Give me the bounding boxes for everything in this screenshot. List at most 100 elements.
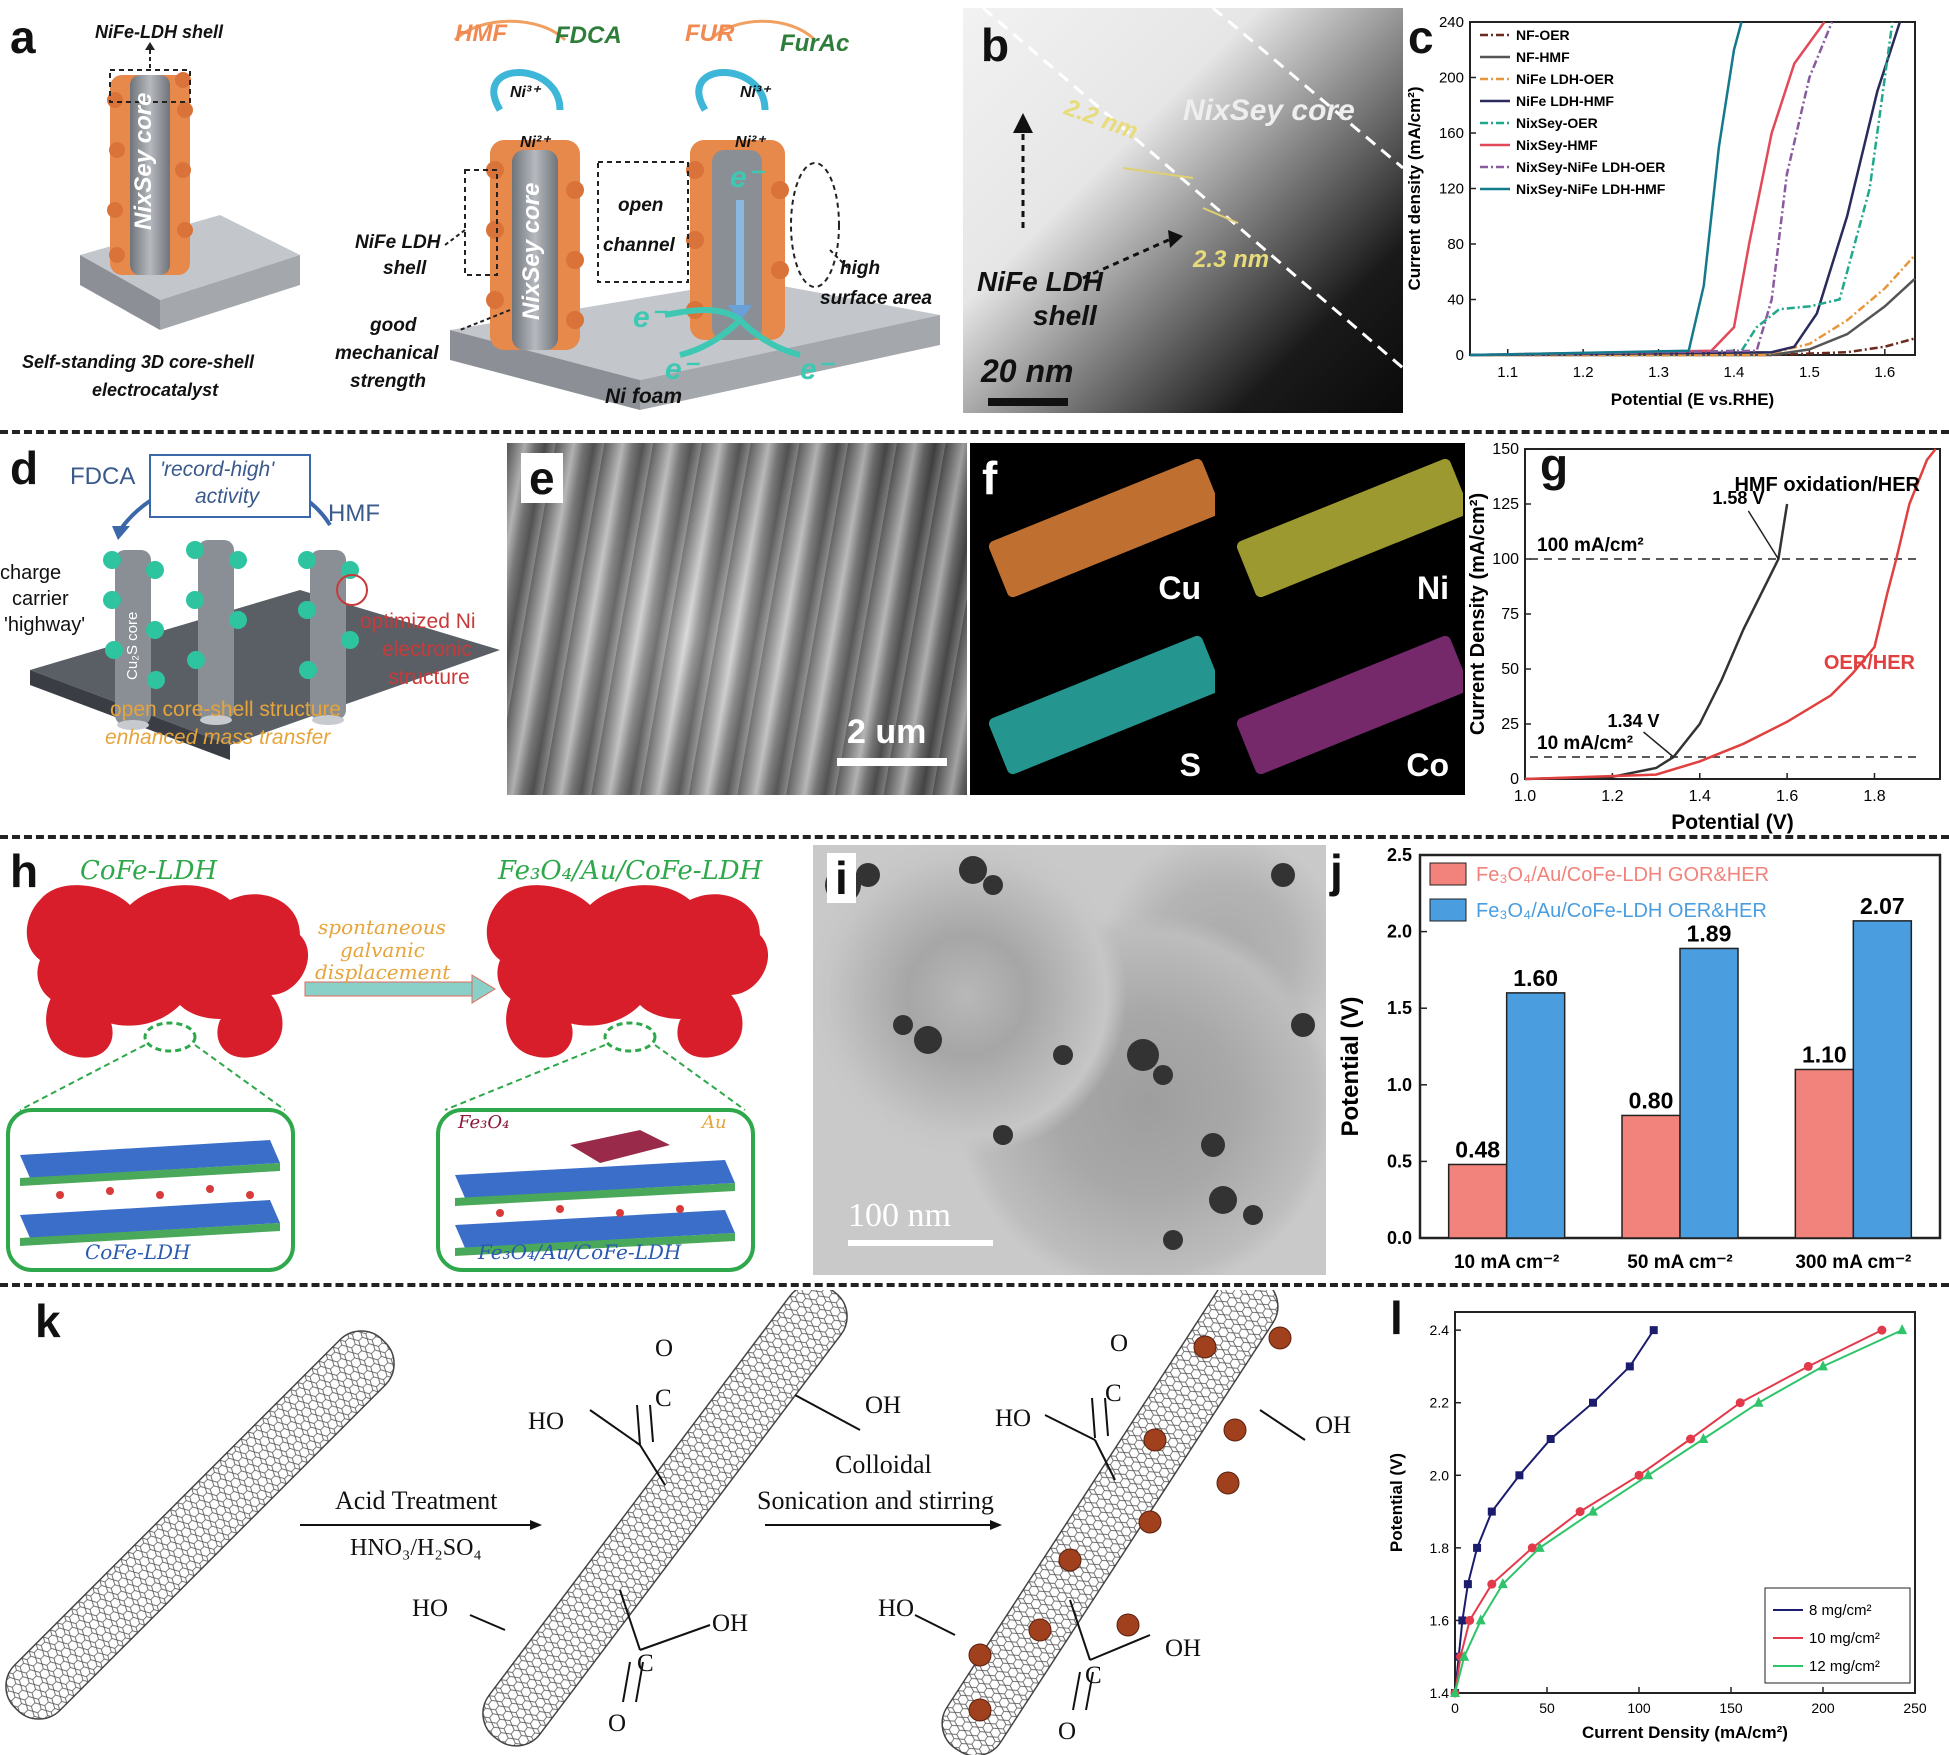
data-point-2-0 <box>1450 1687 1460 1697</box>
a-ni-foam: Ni foam <box>605 385 683 408</box>
y-axis-label: Current density (mA/cm²) <box>1405 86 1424 290</box>
series-line-4 <box>1469 21 1894 357</box>
b-scale: 20 nm <box>981 353 1074 389</box>
k-c-3: C <box>1105 1380 1122 1407</box>
data-point-1-8 <box>1735 1398 1745 1408</box>
hline-label-1: 10 mA/cm² <box>1537 733 1633 754</box>
panel-label-f: f <box>982 452 998 504</box>
series-line-7 <box>1469 21 1743 357</box>
h-arrow-1: spontaneous <box>318 915 446 939</box>
separator-1 <box>0 430 1949 434</box>
data-point-2-10 <box>1897 1324 1908 1335</box>
edx-map-cu: Cu <box>970 443 1215 617</box>
y-tick-label: 1.5 <box>1387 998 1412 1018</box>
e-scale-bar <box>837 758 947 766</box>
data-point-1-4 <box>1527 1543 1537 1553</box>
data-point-1-5 <box>1575 1507 1585 1517</box>
d-opt-2: electronic <box>382 638 472 661</box>
y-tick-label: 1.4 <box>1430 1685 1450 1701</box>
y-tick-label: 200 <box>1439 70 1464 87</box>
a-caption-2: electrocatalyst <box>92 380 219 400</box>
y-tick-label: 1.8 <box>1430 1540 1450 1556</box>
panel-d-schematic <box>30 454 500 760</box>
a-ni2-left: Ni²⁺ <box>520 134 550 151</box>
panel-b-tem: b NixSey core 2.2 nm 2.3 nm NiFe LDH she… <box>963 8 1403 413</box>
panel-i-tem: i 100 nm <box>813 845 1326 1275</box>
d-open-1: open core-shell structure <box>110 698 342 721</box>
data-point-1-3 <box>1487 1579 1497 1589</box>
d-charge-1: charge <box>0 562 62 584</box>
legend-label-0: NF-OER <box>1516 27 1570 43</box>
legend-label-1: 10 mg/cm² <box>1809 1630 1880 1647</box>
legend-label-7: NixSey-NiFe LDH-HMF <box>1516 181 1666 197</box>
i-scale: 100 nm <box>848 1197 951 1234</box>
a-furac: FurAc <box>780 30 850 57</box>
bar-0-1 <box>1621 1114 1681 1239</box>
k-ho-2: HO <box>412 1595 449 1622</box>
data-point-0-4 <box>1473 1543 1482 1552</box>
a-hmf: HMF <box>455 20 507 47</box>
series-label-oer: OER/HER <box>1824 652 1916 674</box>
panel-e-sem: e 2 um <box>507 443 967 795</box>
y-tick-label: 2.0 <box>1387 922 1412 942</box>
x-tick-label: 50 <box>1539 1700 1555 1716</box>
bar-0-2 <box>1794 1068 1855 1239</box>
data-point-0-5 <box>1487 1507 1496 1516</box>
y-tick-label: 150 <box>1492 441 1519 458</box>
a-shell-top-label: NiFe-LDH shell <box>95 22 224 42</box>
a-fdca: FDCA <box>555 22 622 49</box>
h-left-title: CoFe-LDH <box>80 856 218 886</box>
annotation-arrow-1 <box>1643 731 1675 758</box>
legend-label-3: NiFe LDH-HMF <box>1516 93 1614 109</box>
k-c-2: C <box>637 1650 654 1677</box>
x-tick-label: 1.8 <box>1863 788 1885 805</box>
a-ni2-right: Ni²⁺ <box>735 134 765 151</box>
y-tick-label: 25 <box>1501 716 1519 733</box>
x-tick-label: 1.6 <box>1874 364 1895 381</box>
d-opt-3: structure <box>388 666 470 689</box>
x-tick-label: 1.4 <box>1724 364 1745 381</box>
x-tick-label: 1.0 <box>1514 788 1536 805</box>
panel-label-g: g <box>1540 439 1569 491</box>
y-tick-label: 80 <box>1447 236 1464 253</box>
panel-label-i: i <box>827 853 856 903</box>
legend-box <box>1764 1587 1911 1684</box>
a-open: open <box>618 195 664 216</box>
k-o-4: O <box>1058 1718 1077 1745</box>
y-tick-label: 120 <box>1439 181 1464 198</box>
bar-0-0 <box>1447 1163 1508 1239</box>
y-tick-label: 160 <box>1439 125 1464 142</box>
k-ho-3: HO <box>995 1405 1032 1432</box>
d-record-1: 'record-high' <box>160 458 275 481</box>
x-tick-label: 0 <box>1451 1700 1459 1716</box>
series-line-3 <box>1469 21 1902 357</box>
x-axis-label: Potential (V) <box>1671 811 1794 834</box>
d-open-2: enhanced mass transfer <box>105 726 331 749</box>
a-electron-3: e⁻ <box>665 353 698 386</box>
x-tick-label: 50 mA cm⁻² <box>1627 1252 1732 1273</box>
edx-element-label: Ni <box>1417 570 1449 606</box>
y-tick-label: 0 <box>1510 771 1519 788</box>
panel-label-c: c <box>1408 11 1434 63</box>
panel-label-a: a <box>10 11 36 63</box>
d-core: Cu₂S core <box>124 611 141 680</box>
series-line-2 <box>1470 254 1916 357</box>
a-mechanical: mechanical <box>335 343 439 364</box>
a-electron-4: e⁻ <box>800 353 833 386</box>
x-axis-label: Potential (E vs.RHE) <box>1611 390 1774 409</box>
k-oh-4: OH <box>1165 1635 1202 1662</box>
a-good: good <box>370 315 417 336</box>
edx-map-co: Co <box>1218 620 1463 794</box>
data-point-0-9 <box>1625 1362 1634 1371</box>
panel-label-j: j <box>1330 845 1343 897</box>
k-ho-4: HO <box>878 1595 915 1622</box>
y-axis-label: Potential (V) <box>1387 1453 1406 1552</box>
x-tick-label: 100 <box>1627 1700 1651 1716</box>
edx-element-label: Co <box>1406 747 1449 783</box>
h-arrow-3: displacement <box>315 960 451 984</box>
k-o-2: O <box>608 1710 627 1737</box>
a-caption-1: Self-standing 3D core-shell <box>22 352 255 372</box>
y-tick-label: 125 <box>1492 496 1519 513</box>
x-tick-label: 250 <box>1903 1700 1927 1716</box>
